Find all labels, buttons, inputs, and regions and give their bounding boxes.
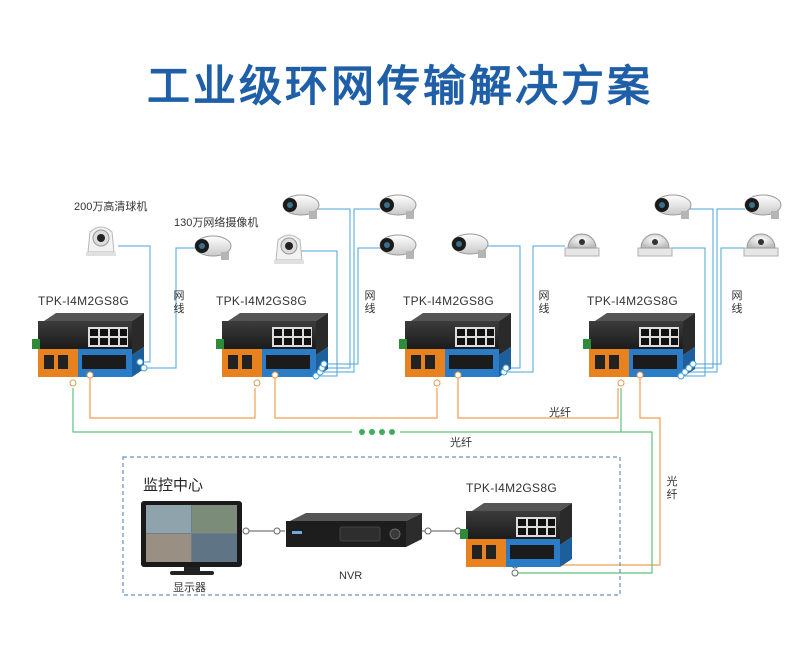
nvr-device [286, 513, 422, 547]
fiber-label-vertical: 光纤 [666, 476, 678, 501]
switch-2-model: TPK-I4M2GS8G [216, 294, 307, 308]
fiber-label-ring: 光纤 [549, 407, 571, 419]
bullet-camera-7 [744, 194, 782, 220]
switch-center-model: TPK-I4M2GS8G [466, 481, 557, 495]
fiber-label-green: 光纤 [450, 437, 472, 449]
dome-camera-1 [564, 233, 600, 257]
cable-label-1: 网线 [173, 290, 185, 315]
switch-center [460, 503, 572, 567]
ptz-camera-2 [273, 234, 305, 265]
switch-fiber-ports [69, 371, 644, 387]
bullet-camera-5 [451, 233, 489, 259]
page-title: 工业级环网传输解决方案 [147, 62, 653, 112]
switch-1-model: TPK-I4M2GS8G [38, 294, 129, 308]
label-network-camera: 130万网络摄像机 [174, 217, 259, 229]
bullet-camera-1 [194, 235, 232, 261]
switch-3-model: TPK-I4M2GS8G [403, 294, 494, 308]
switch-1 [32, 313, 144, 377]
monitor-center-frame [122, 456, 621, 596]
cable-label-2: 网线 [364, 290, 376, 315]
bullet-camera-4 [379, 234, 417, 260]
display-label: 显示器 [173, 582, 206, 594]
switch-copper-ports [136, 358, 697, 380]
fiber-ring-orange [89, 378, 661, 566]
ptz-camera-1 [85, 226, 117, 257]
switch-2 [216, 313, 328, 377]
cable-label-4: 网线 [731, 290, 743, 315]
dome-camera-2 [637, 233, 673, 257]
bullet-camera-2 [282, 194, 320, 220]
switch-3 [399, 313, 511, 377]
nvr-label: NVR [339, 570, 363, 582]
bullet-camera-6 [654, 194, 692, 220]
label-dome-hd-camera: 200万高清球机 [74, 201, 148, 213]
display-monitor [141, 501, 242, 575]
fiber-ring-green [72, 388, 653, 574]
monitor-center-title: 监控中心 [143, 477, 204, 494]
switch-4 [583, 313, 695, 377]
fiber-ring-gap [359, 429, 395, 435]
cable-label-3: 网线 [538, 290, 550, 315]
dome-camera-3 [743, 233, 779, 257]
switch-4-model: TPK-I4M2GS8G [587, 294, 678, 308]
bullet-camera-3 [379, 194, 417, 220]
